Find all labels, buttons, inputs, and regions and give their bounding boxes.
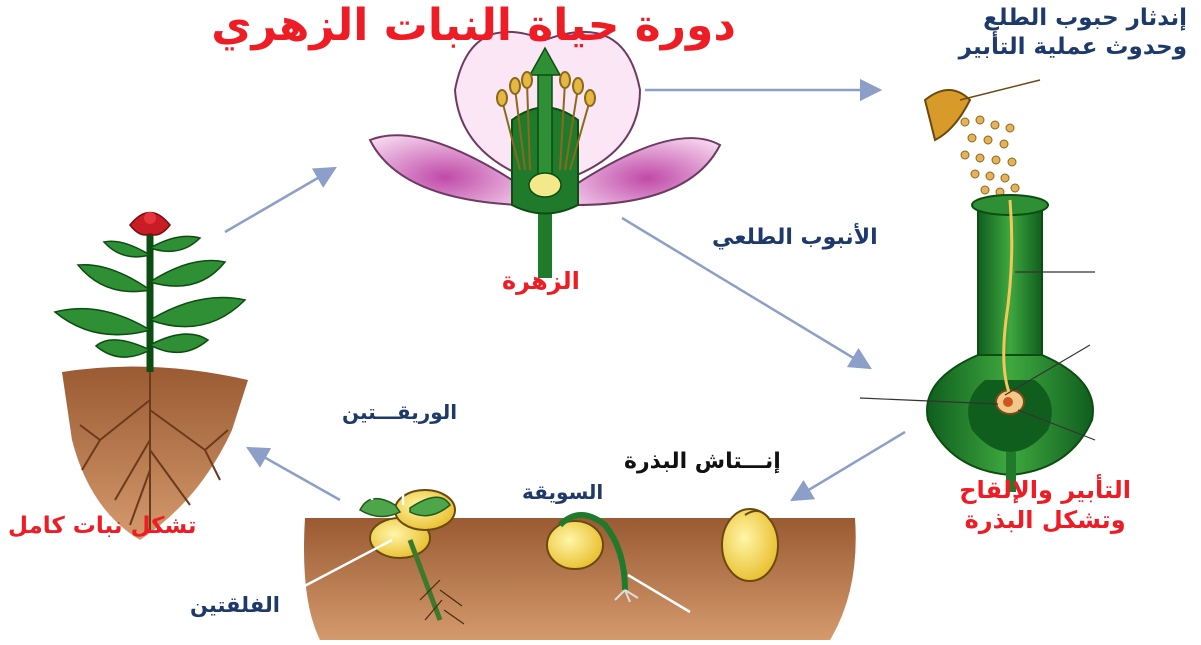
mature-plant-icon — [55, 212, 248, 540]
label-pollination-line2: وتشكل البذرة — [959, 505, 1131, 535]
label-pollen-line2: وحدوث عملية التأبير — [959, 33, 1187, 62]
germination-soil-icon — [278, 412, 856, 640]
flower-icon — [370, 32, 720, 278]
label-pollination-fertilization: التأبير والإلقاح وتشكل البذرة — [959, 475, 1131, 535]
label-pollen-tube: الأنبوب الطلعي — [712, 224, 878, 252]
pistil-ovary-icon — [860, 195, 1095, 492]
label-flower: الزهرة — [502, 266, 580, 296]
pollen-grains-icon — [925, 80, 1040, 196]
label-plumule: الوريقـــتين — [342, 400, 457, 425]
label-germination: إنـــتاش البذرة — [624, 448, 781, 476]
label-pollen-dispersal: إندثار حبوب الطلع وحدوث عملية التأبير — [959, 4, 1187, 62]
label-hypocotyl: السويقة — [522, 480, 603, 505]
arrow-seedling-to-plant — [248, 448, 340, 500]
seed-in-soil — [722, 509, 778, 581]
page-title: دورة حياة النبات الزهري — [211, 0, 736, 53]
arrow-plant-to-flower — [225, 168, 335, 232]
arrow-ovary-to-seed — [792, 432, 905, 500]
label-pollination-line1: التأبير والإلقاح — [959, 475, 1131, 505]
label-pollen-line1: إندثار حبوب الطلع — [959, 4, 1187, 33]
label-full-plant: تشكل نبات كامل — [8, 512, 197, 541]
label-cotyledons: الفلقتين — [190, 592, 280, 618]
